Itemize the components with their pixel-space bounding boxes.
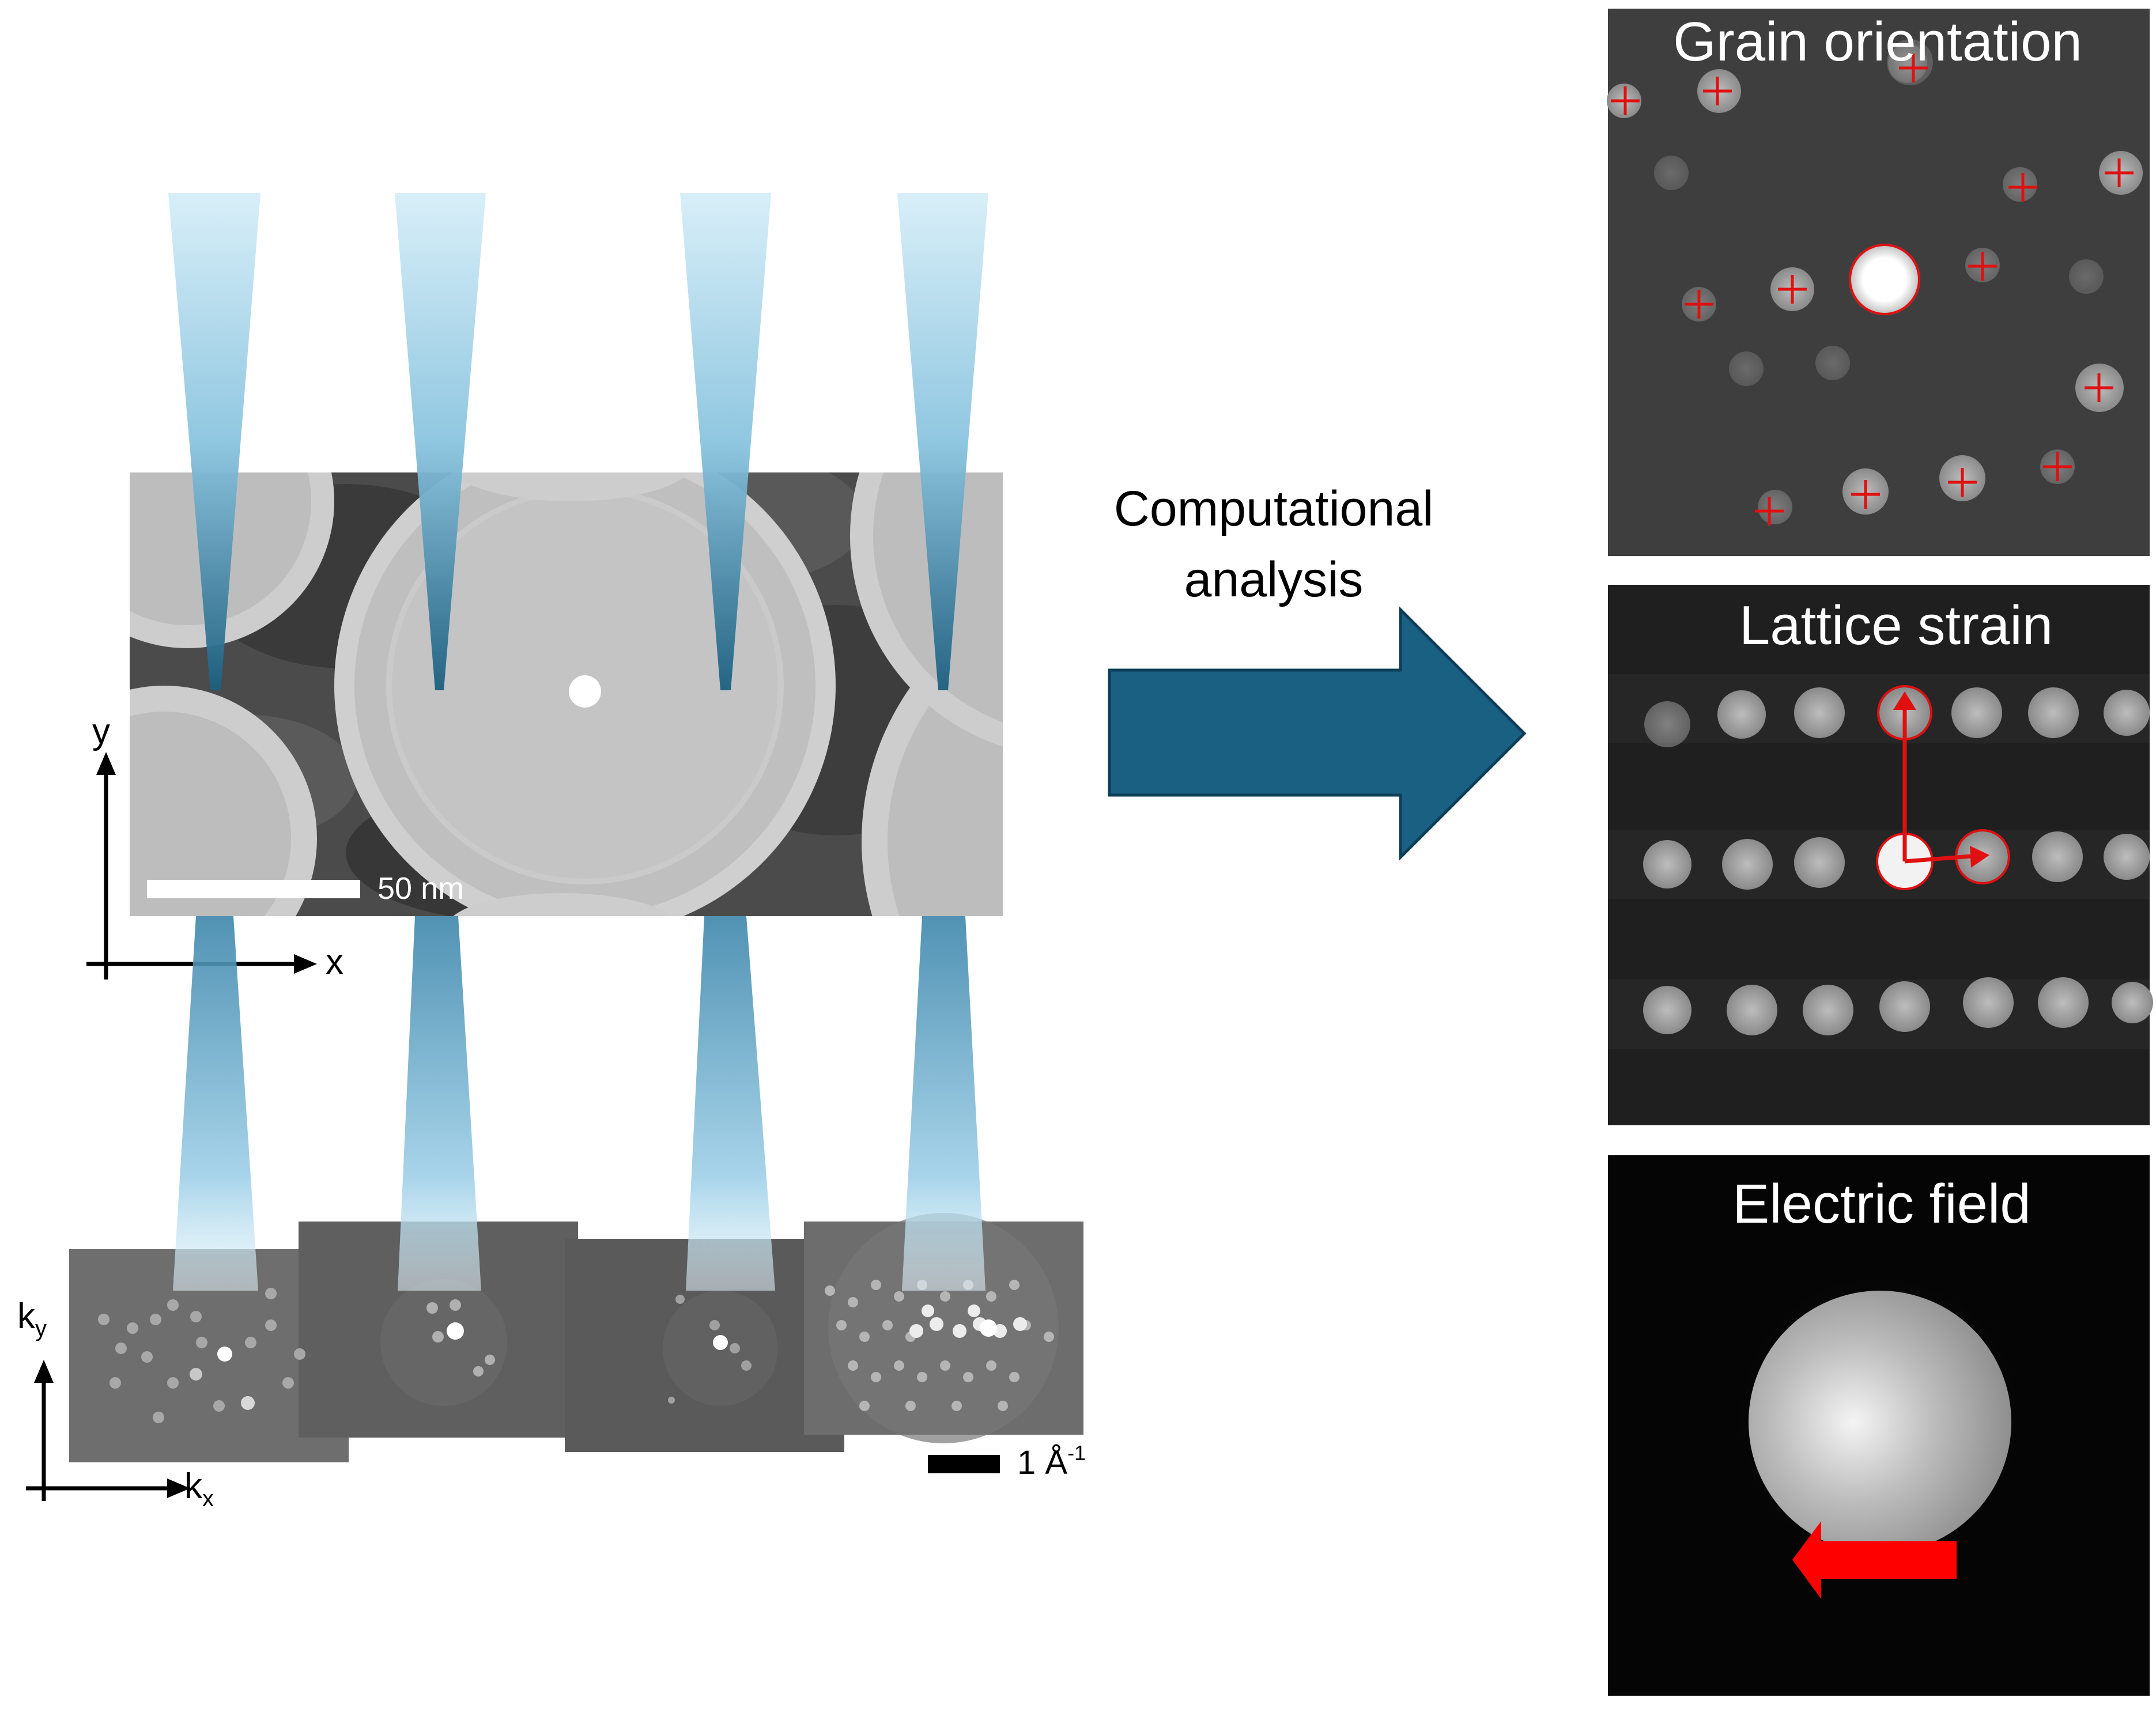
analysis-label-line1: Computational bbox=[1114, 481, 1434, 536]
analysis-arrow bbox=[1109, 610, 1524, 857]
reciprocal-scale-bar bbox=[928, 1455, 1000, 1473]
lattice-strain-panel bbox=[1608, 585, 2153, 1125]
diffracted-cone-3 bbox=[686, 916, 775, 1291]
real-space-scale-label: 50 nm bbox=[377, 871, 464, 906]
lattice-strain-title: Lattice strain bbox=[1739, 595, 2053, 656]
axis-x-label: x bbox=[326, 942, 343, 982]
axis-kx-label: kx bbox=[184, 1466, 214, 1511]
diffracted-cone-2 bbox=[398, 916, 481, 1291]
electric-field-panel bbox=[1608, 1155, 2150, 1696]
axis-ky-label: ky bbox=[17, 1296, 47, 1341]
analysis-label-line2: analysis bbox=[1184, 552, 1364, 607]
electric-field-title: Electric field bbox=[1732, 1173, 2031, 1235]
diffracted-cone-4 bbox=[902, 916, 986, 1291]
grain-orientation-title: Grain orientation bbox=[1673, 11, 2082, 73]
reciprocal-scale-label: 1 Å-1 bbox=[1017, 1441, 1086, 1481]
diffracted-cone-1 bbox=[173, 916, 258, 1291]
axis-y-label: y bbox=[92, 712, 110, 751]
grain-orientation-panel bbox=[1607, 9, 2150, 556]
